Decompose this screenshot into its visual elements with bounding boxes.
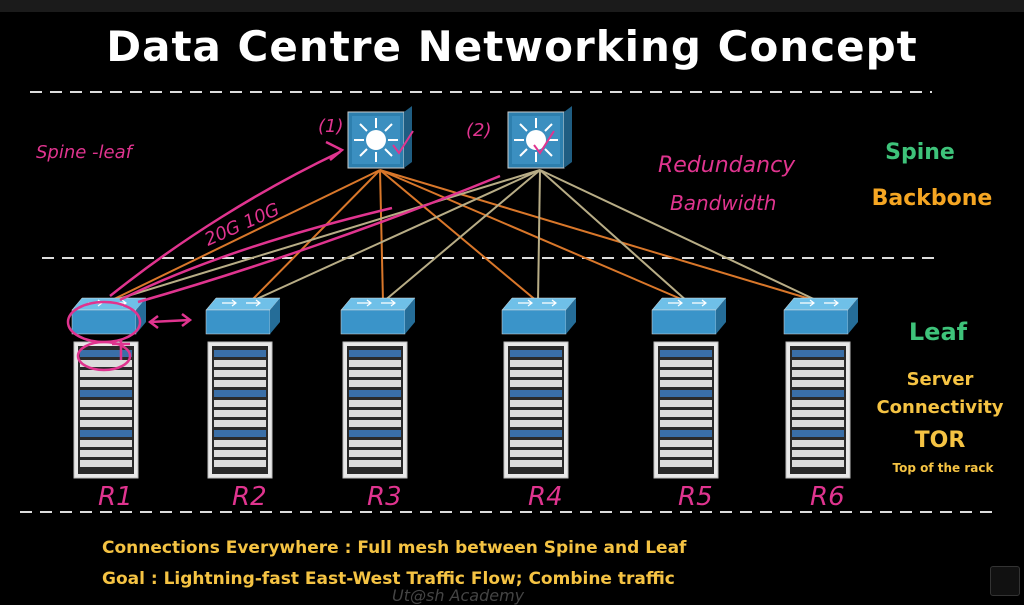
leaf-switch-3 bbox=[340, 297, 416, 335]
rack-label-3: R3 bbox=[367, 482, 402, 512]
server-rack-2 bbox=[207, 341, 273, 479]
page-title: Data Centre Networking Concept bbox=[106, 22, 918, 71]
watermark: Ut@sh Academy bbox=[392, 586, 525, 605]
server-rack-6 bbox=[785, 341, 851, 479]
server-label: Server bbox=[906, 369, 974, 390]
leaf-layer bbox=[71, 297, 859, 479]
server-rack-3 bbox=[342, 341, 408, 479]
backbone-label: Backbone bbox=[871, 186, 993, 211]
spine-switch-1 bbox=[347, 106, 412, 169]
rack-label-2: R2 bbox=[232, 482, 267, 512]
rack-label-5: R5 bbox=[678, 482, 713, 512]
leaf-switch-5 bbox=[651, 297, 727, 335]
leaf-switch-6 bbox=[783, 297, 859, 335]
connectivity-label: Connectivity bbox=[876, 397, 1004, 418]
annotation-strokes bbox=[66, 140, 501, 372]
bottom-line-2: Goal : Lightning-fast East-West Traffic … bbox=[102, 569, 675, 589]
server-rack-5 bbox=[653, 341, 719, 479]
rack-unit-6 bbox=[783, 297, 859, 479]
rack-unit-3 bbox=[340, 297, 416, 479]
rack-unit-1 bbox=[71, 297, 147, 479]
spine-label-1: (1) bbox=[318, 116, 344, 137]
annotation-redundancy: Redundancy bbox=[658, 153, 796, 178]
rack-unit-5 bbox=[651, 297, 727, 479]
leaf-switch-2 bbox=[205, 297, 281, 335]
check-mark-2 bbox=[533, 130, 555, 155]
annotation-spine-leaf: Spine -leaf bbox=[36, 142, 135, 163]
leaf-switch-4 bbox=[501, 297, 577, 335]
video-control-button[interactable] bbox=[990, 566, 1020, 596]
rack-label-4: R4 bbox=[528, 482, 563, 512]
spine-switch-2 bbox=[507, 106, 572, 169]
leaf-label: Leaf bbox=[908, 318, 968, 346]
bottom-line-1: Connections Everywhere : Full mesh betwe… bbox=[102, 538, 687, 558]
annotation-bandwidth: Bandwidth bbox=[670, 191, 776, 215]
tor-label: TOR bbox=[914, 428, 966, 453]
spine-label-2: (2) bbox=[466, 120, 492, 141]
top-bar bbox=[0, 0, 1024, 12]
rack-label-6: R6 bbox=[810, 482, 845, 512]
rack-unit-2 bbox=[205, 297, 281, 479]
rack-label-layer: R1 R2 R3 R4 R5 R6 bbox=[98, 482, 845, 512]
links-spine-2 bbox=[107, 169, 821, 303]
links-spine-1 bbox=[107, 169, 821, 303]
server-rack-4 bbox=[503, 341, 569, 479]
rack-unit-4 bbox=[501, 297, 577, 479]
annotation-link-speed: 20G 10G bbox=[201, 199, 282, 251]
top-of-rack-label: Top of the rack bbox=[892, 461, 994, 475]
check-mark-1 bbox=[392, 130, 414, 155]
server-connectivity-label: Server Connectivity bbox=[870, 366, 1010, 422]
rack-label-1: R1 bbox=[98, 482, 133, 512]
spine-label: Spine bbox=[885, 140, 955, 165]
